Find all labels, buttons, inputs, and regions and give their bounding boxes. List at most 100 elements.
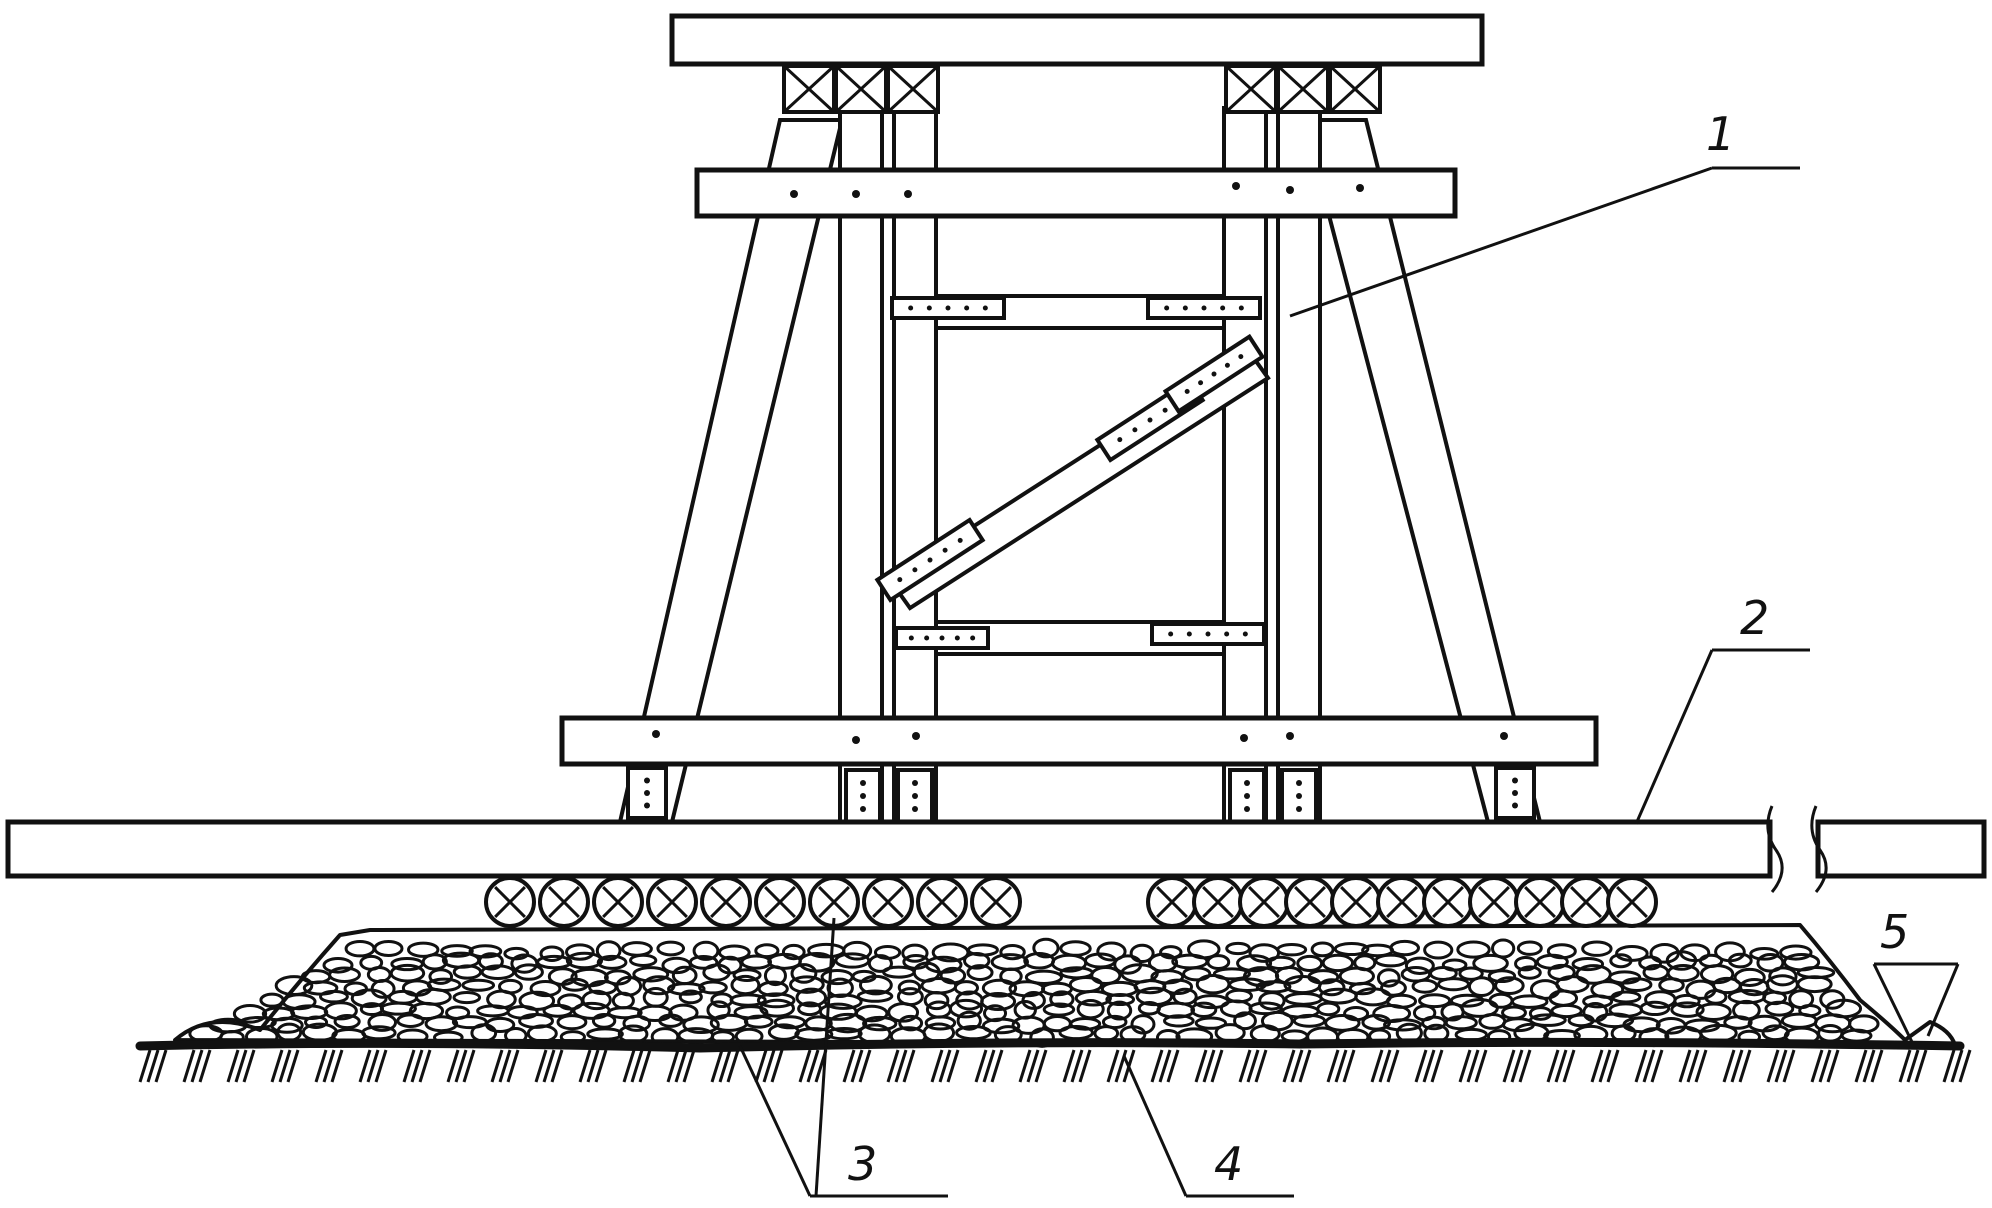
hatch-mark xyxy=(1282,1049,1296,1083)
stone xyxy=(595,940,622,962)
log-cross xyxy=(1478,886,1510,918)
stone xyxy=(1423,940,1454,960)
stone xyxy=(1418,993,1452,1009)
hatch-mark xyxy=(358,1049,372,1083)
hatch-mark xyxy=(1326,1049,1340,1083)
plate-hole xyxy=(927,557,933,563)
log-cross xyxy=(656,886,688,918)
stone xyxy=(350,988,388,1009)
stone xyxy=(706,1000,731,1020)
hatch-mark xyxy=(1202,1049,1216,1083)
bolt xyxy=(852,736,860,744)
stone xyxy=(1494,976,1525,996)
stone xyxy=(632,966,670,983)
stone xyxy=(452,990,482,1005)
hatch-mark xyxy=(1826,1049,1840,1083)
stone xyxy=(586,1027,624,1041)
stone xyxy=(561,977,589,992)
hatch-mark xyxy=(1942,1049,1956,1083)
stone xyxy=(606,1006,643,1020)
bolts xyxy=(652,182,1508,744)
hatch-mark xyxy=(1150,1049,1164,1083)
hatch-mark xyxy=(718,1049,732,1083)
stone xyxy=(656,940,686,957)
stone xyxy=(361,1025,397,1041)
upper-tie-beam xyxy=(694,167,1458,219)
stone xyxy=(1673,993,1701,1009)
stone xyxy=(1610,990,1642,1004)
hatch-mark xyxy=(1958,1049,1972,1083)
hatch-mark xyxy=(550,1049,564,1083)
stone xyxy=(1162,978,1194,995)
stone xyxy=(1582,1002,1609,1023)
stone-pattern xyxy=(188,937,1880,1048)
stone xyxy=(1130,1014,1156,1035)
hatch-mark xyxy=(1898,1049,1912,1083)
foot-bolt xyxy=(644,777,650,784)
hatch-mark xyxy=(946,1049,960,1083)
plate-hole xyxy=(1198,380,1204,386)
stone xyxy=(379,1001,417,1016)
stone xyxy=(1032,937,1060,959)
log-cross xyxy=(818,886,850,918)
hatch-mark xyxy=(154,1049,168,1083)
hatch-mark xyxy=(1430,1049,1444,1083)
plate-hole xyxy=(1164,305,1170,311)
stone xyxy=(591,1013,617,1029)
stone xyxy=(1444,1015,1478,1031)
label-4: 4 xyxy=(1214,1137,1243,1191)
hatch-mark xyxy=(1474,1049,1488,1083)
stone xyxy=(452,964,483,980)
stone xyxy=(1467,976,1496,997)
stone xyxy=(1411,978,1439,994)
stone xyxy=(1517,965,1542,980)
lower-tie-beam xyxy=(559,715,1599,767)
stone xyxy=(596,954,628,970)
ground-hatching xyxy=(138,1049,1972,1083)
plate-hole xyxy=(1224,362,1230,368)
stone xyxy=(789,975,825,994)
plate-hole xyxy=(1205,631,1211,637)
stone xyxy=(440,944,474,958)
hatch-mark xyxy=(850,1049,864,1083)
hatch-mark xyxy=(490,1049,504,1083)
stone xyxy=(823,993,863,1010)
hatch-mark xyxy=(894,1049,908,1083)
stone xyxy=(270,1016,304,1034)
hatch-mark xyxy=(1246,1049,1260,1083)
hatch-mark xyxy=(534,1049,548,1083)
cross-line xyxy=(1328,64,1382,114)
hatch-mark xyxy=(1590,1049,1604,1083)
hatch-mark xyxy=(410,1049,424,1083)
plate-hole xyxy=(1147,417,1153,423)
hatch-mark xyxy=(146,1049,160,1083)
stone xyxy=(389,963,426,983)
hatch-mark xyxy=(578,1049,592,1083)
cross-line xyxy=(782,64,836,114)
hatch-mark xyxy=(842,1049,856,1083)
stone xyxy=(856,989,894,1003)
stone xyxy=(396,1013,425,1028)
brace-plate-top xyxy=(1162,333,1266,415)
stone xyxy=(1456,940,1491,959)
stone xyxy=(1374,953,1408,968)
stone xyxy=(1212,967,1252,981)
plate-hole xyxy=(924,635,930,641)
hatch-mark xyxy=(1026,1049,1040,1083)
hatch-mark xyxy=(278,1049,292,1083)
foot-bolt xyxy=(860,793,866,799)
stone xyxy=(1658,977,1685,994)
stone xyxy=(1296,954,1324,973)
base-beam-left xyxy=(5,819,1773,879)
stone xyxy=(323,1001,358,1021)
stone xyxy=(622,1014,652,1032)
hatch-mark xyxy=(1914,1049,1928,1083)
plate-hole xyxy=(1117,437,1123,443)
hatch-mark xyxy=(1518,1049,1532,1083)
stone xyxy=(1458,966,1484,981)
hatch-mark xyxy=(498,1049,512,1083)
bolt xyxy=(912,732,920,740)
foot-bolt xyxy=(1296,793,1302,799)
log-cross xyxy=(764,886,796,918)
